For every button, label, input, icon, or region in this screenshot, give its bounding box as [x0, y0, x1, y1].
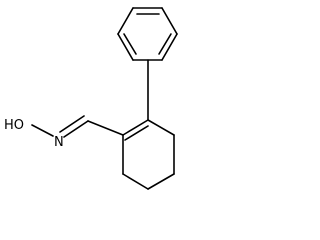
phenyl-bond-6	[117, 7, 134, 35]
ring-bond-3	[122, 173, 149, 190]
phenyl-bond-5	[117, 33, 134, 61]
ring-bond-1	[122, 119, 149, 136]
nitrogen-label: N	[54, 135, 64, 150]
oxime-group: N HO	[4, 115, 124, 150]
phenyl-bond-3	[161, 33, 178, 61]
ring-double-bond-inner	[124, 125, 149, 141]
ring-bond-6	[147, 119, 175, 136]
phenyl-double-bond-3	[123, 33, 137, 55]
ring-to-ch-bond	[87, 120, 124, 136]
phenyl-bond-2	[161, 7, 178, 35]
hydroxyl-label: HO	[4, 118, 24, 133]
phenyl-ring	[117, 7, 178, 61]
phenyl-double-bond-2	[158, 33, 172, 55]
cyclohexene-ring	[122, 119, 175, 190]
ch-n-double-bond-1	[63, 120, 89, 138]
structure-diagram: N HO	[4, 7, 178, 190]
n-o-bond	[31, 124, 54, 137]
ch-n-double-bond-2	[59, 115, 85, 133]
ring-bond-4	[147, 173, 175, 190]
